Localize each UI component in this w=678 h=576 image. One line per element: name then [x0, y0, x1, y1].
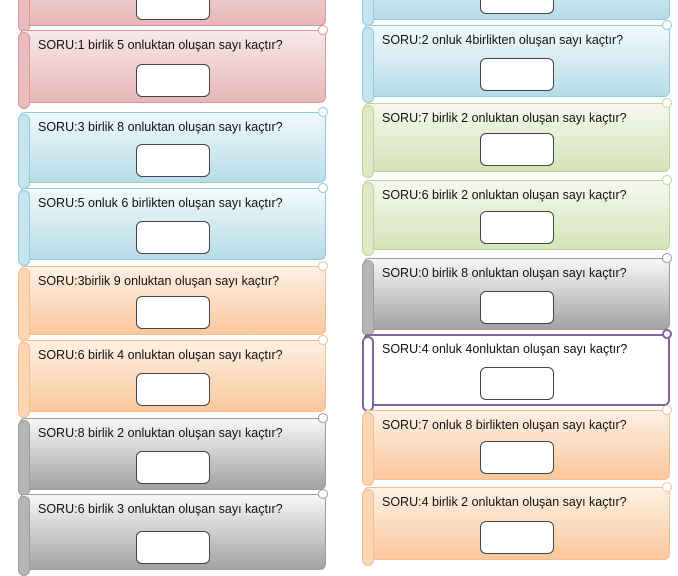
- answer-box[interactable]: [480, 211, 554, 244]
- question-scroll: SORU:0 birlik 8 onluktan oluşan sayı kaç…: [362, 253, 672, 336]
- question-text: SORU:6 birlik 3 onluktan oluşan sayı kaç…: [38, 502, 283, 516]
- scroll-curl-icon: [318, 261, 328, 271]
- question-text: SORU:7 birlik 2 onluktan oluşan sayı kaç…: [382, 111, 627, 125]
- answer-box[interactable]: [480, 58, 554, 91]
- question-text: SORU:6 birlik 4 onluktan oluşan sayı kaç…: [38, 348, 283, 362]
- answer-box[interactable]: [480, 367, 554, 400]
- question-scroll: SORU:4 birlik 2 onluktan oluşan sayı kaç…: [362, 482, 672, 566]
- question-text: SORU:1 birlik 5 onluktan oluşan sayı kaç…: [38, 38, 283, 52]
- question-scroll: SORU:7 onluk 8 birlikten oluşan sayı kaç…: [362, 405, 672, 486]
- scroll-roll-icon: [362, 336, 374, 412]
- question-scroll: SORU:3birlik 9 onluktan oluşan sayı kaçt…: [18, 261, 328, 341]
- question-text: SORU:8 birlik 2 onluktan oluşan sayı kaç…: [38, 426, 283, 440]
- question-text: SORU:7 onluk 8 birlikten oluşan sayı kaç…: [382, 418, 627, 432]
- scroll-roll-icon: [362, 412, 374, 486]
- question-text: SORU:2 onluk 4birlikten oluşan sayı kaçt…: [382, 33, 624, 47]
- question-scroll: SORU:5 onluk 6 birlikten oluşan sayı kaç…: [18, 183, 328, 266]
- scroll-roll-icon: [362, 489, 374, 566]
- answer-box[interactable]: [136, 296, 210, 329]
- scroll-curl-icon: [318, 413, 328, 423]
- scroll-roll-icon: [18, 32, 30, 109]
- question-scroll: SORU:1 birlik 5 onluktan oluşan sayı kaç…: [18, 25, 328, 109]
- question-text: SORU:4 birlik 2 onluktan oluşan sayı kaç…: [382, 495, 627, 509]
- answer-box[interactable]: [136, 221, 210, 254]
- scroll-roll-icon: [18, 420, 30, 496]
- answer-box[interactable]: [136, 451, 210, 484]
- scroll-curl-icon: [662, 329, 672, 339]
- scroll-roll-icon: [362, 27, 374, 103]
- answer-box[interactable]: [136, 531, 210, 564]
- answer-box[interactable]: [136, 144, 210, 177]
- scroll-roll-icon: [18, 114, 30, 189]
- scroll-curl-icon: [318, 25, 328, 35]
- scroll-roll-icon: [18, 268, 30, 341]
- question-text: SORU:3birlik 9 onluktan oluşan sayı kaçt…: [38, 274, 280, 288]
- scroll-curl-icon: [662, 98, 672, 108]
- question-scroll: SORU:6 birlik 2 onluktan oluşan sayı kaç…: [362, 175, 672, 256]
- answer-box[interactable]: [480, 133, 554, 166]
- question-scroll: SORU:7 birlik 2 onluktan oluşan sayı kaç…: [362, 98, 672, 178]
- scroll-curl-icon: [662, 482, 672, 492]
- question-scroll: SORU:4 onluk 4onluktan oluşan sayı kaçtı…: [362, 329, 672, 412]
- scroll-roll-icon: [18, 0, 30, 32]
- question-text: SORU:5 onluk 6 birlikten oluşan sayı kaç…: [38, 196, 283, 210]
- scroll-roll-icon: [362, 0, 374, 26]
- scroll-curl-icon: [662, 405, 672, 415]
- scroll-curl-icon: [318, 183, 328, 193]
- scroll-roll-icon: [362, 182, 374, 256]
- answer-box[interactable]: [136, 64, 210, 97]
- answer-box[interactable]: [136, 373, 210, 406]
- scroll-roll-icon: [18, 342, 30, 418]
- scroll-curl-icon: [662, 175, 672, 185]
- question-text: SORU:6 birlik 2 onluktan oluşan sayı kaç…: [382, 188, 627, 202]
- question-text: SORU:0 birlik 8 onluktan oluşan sayı kaç…: [382, 266, 627, 280]
- scroll-curl-icon: [318, 489, 328, 499]
- answer-box[interactable]: [480, 0, 554, 14]
- question-scroll: [362, 0, 670, 26]
- question-text: SORU:4 onluk 4onluktan oluşan sayı kaçtı…: [382, 342, 628, 356]
- question-scroll: SORU:2 onluk 4birlikten oluşan sayı kaçt…: [362, 20, 672, 103]
- question-scroll: SORU:3 birlik 8 onluktan oluşan sayı kaç…: [18, 107, 328, 189]
- scroll-curl-icon: [662, 253, 672, 263]
- answer-box[interactable]: [136, 0, 210, 20]
- answer-box[interactable]: [480, 291, 554, 324]
- scroll-curl-icon: [318, 335, 328, 345]
- question-scroll: SORU:6 birlik 4 onluktan oluşan sayı kaç…: [18, 335, 328, 418]
- scroll-roll-icon: [362, 260, 374, 336]
- question-scroll: [18, 0, 326, 32]
- answer-box[interactable]: [480, 441, 554, 474]
- scroll-roll-icon: [18, 496, 30, 576]
- scroll-curl-icon: [318, 107, 328, 117]
- scroll-roll-icon: [18, 190, 30, 266]
- answer-box[interactable]: [480, 521, 554, 554]
- question-text: SORU:3 birlik 8 onluktan oluşan sayı kaç…: [38, 120, 283, 134]
- scroll-roll-icon: [362, 105, 374, 178]
- scroll-curl-icon: [662, 20, 672, 30]
- question-scroll: SORU:8 birlik 2 onluktan oluşan sayı kaç…: [18, 413, 328, 496]
- question-scroll: SORU:6 birlik 3 onluktan oluşan sayı kaç…: [18, 489, 328, 576]
